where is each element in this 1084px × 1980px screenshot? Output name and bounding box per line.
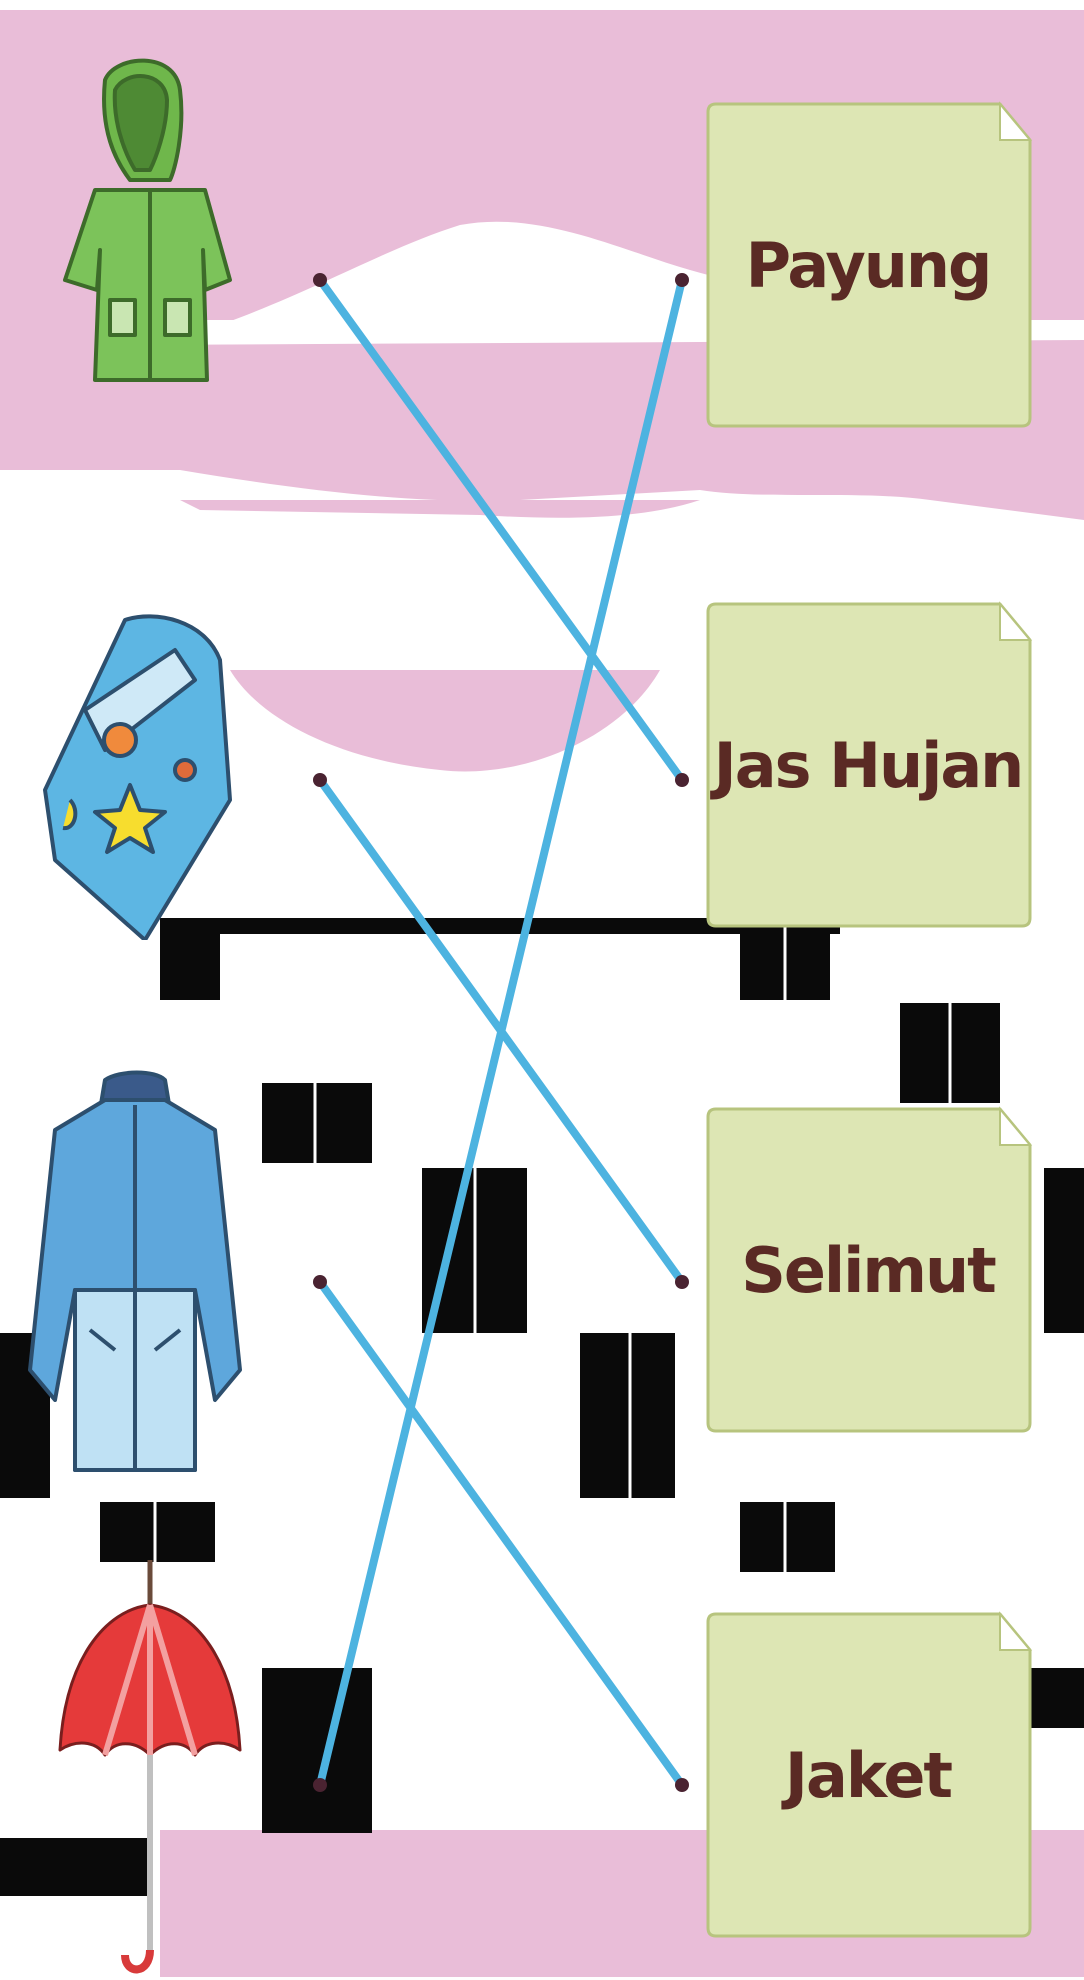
match-line (316, 276, 686, 784)
card-shape (706, 1106, 1033, 1433)
option-dot[interactable] (675, 273, 689, 287)
raincoat-image (63, 58, 232, 382)
item-dot[interactable] (313, 273, 327, 287)
card-shape (706, 601, 1033, 928)
option-card-jaket[interactable]: Jaket (700, 1610, 1036, 1940)
item-dot[interactable] (313, 773, 327, 787)
option-card-jas-hujan[interactable]: Jas Hujan (700, 600, 1036, 930)
card-shape (706, 1611, 1033, 1938)
item-dot[interactable] (313, 1778, 327, 1792)
umbrella-image (58, 1560, 242, 1974)
match-line (316, 1278, 686, 1789)
option-label: Selimut (741, 1233, 997, 1307)
option-card-selimut[interactable]: Selimut (700, 1105, 1036, 1435)
option-label: Jas Hujan (713, 728, 1025, 802)
match-line (316, 276, 686, 1789)
jacket-image (28, 1070, 242, 1472)
option-dot[interactable] (675, 773, 689, 787)
option-dot[interactable] (675, 1275, 689, 1289)
option-label: Jaket (784, 1738, 953, 1812)
option-card-payung[interactable]: Payung (700, 100, 1036, 430)
card-shape (706, 101, 1033, 428)
option-dot[interactable] (675, 1778, 689, 1792)
item-dot[interactable] (313, 1275, 327, 1289)
blanket-image (43, 614, 232, 940)
option-label: Payung (745, 228, 993, 302)
